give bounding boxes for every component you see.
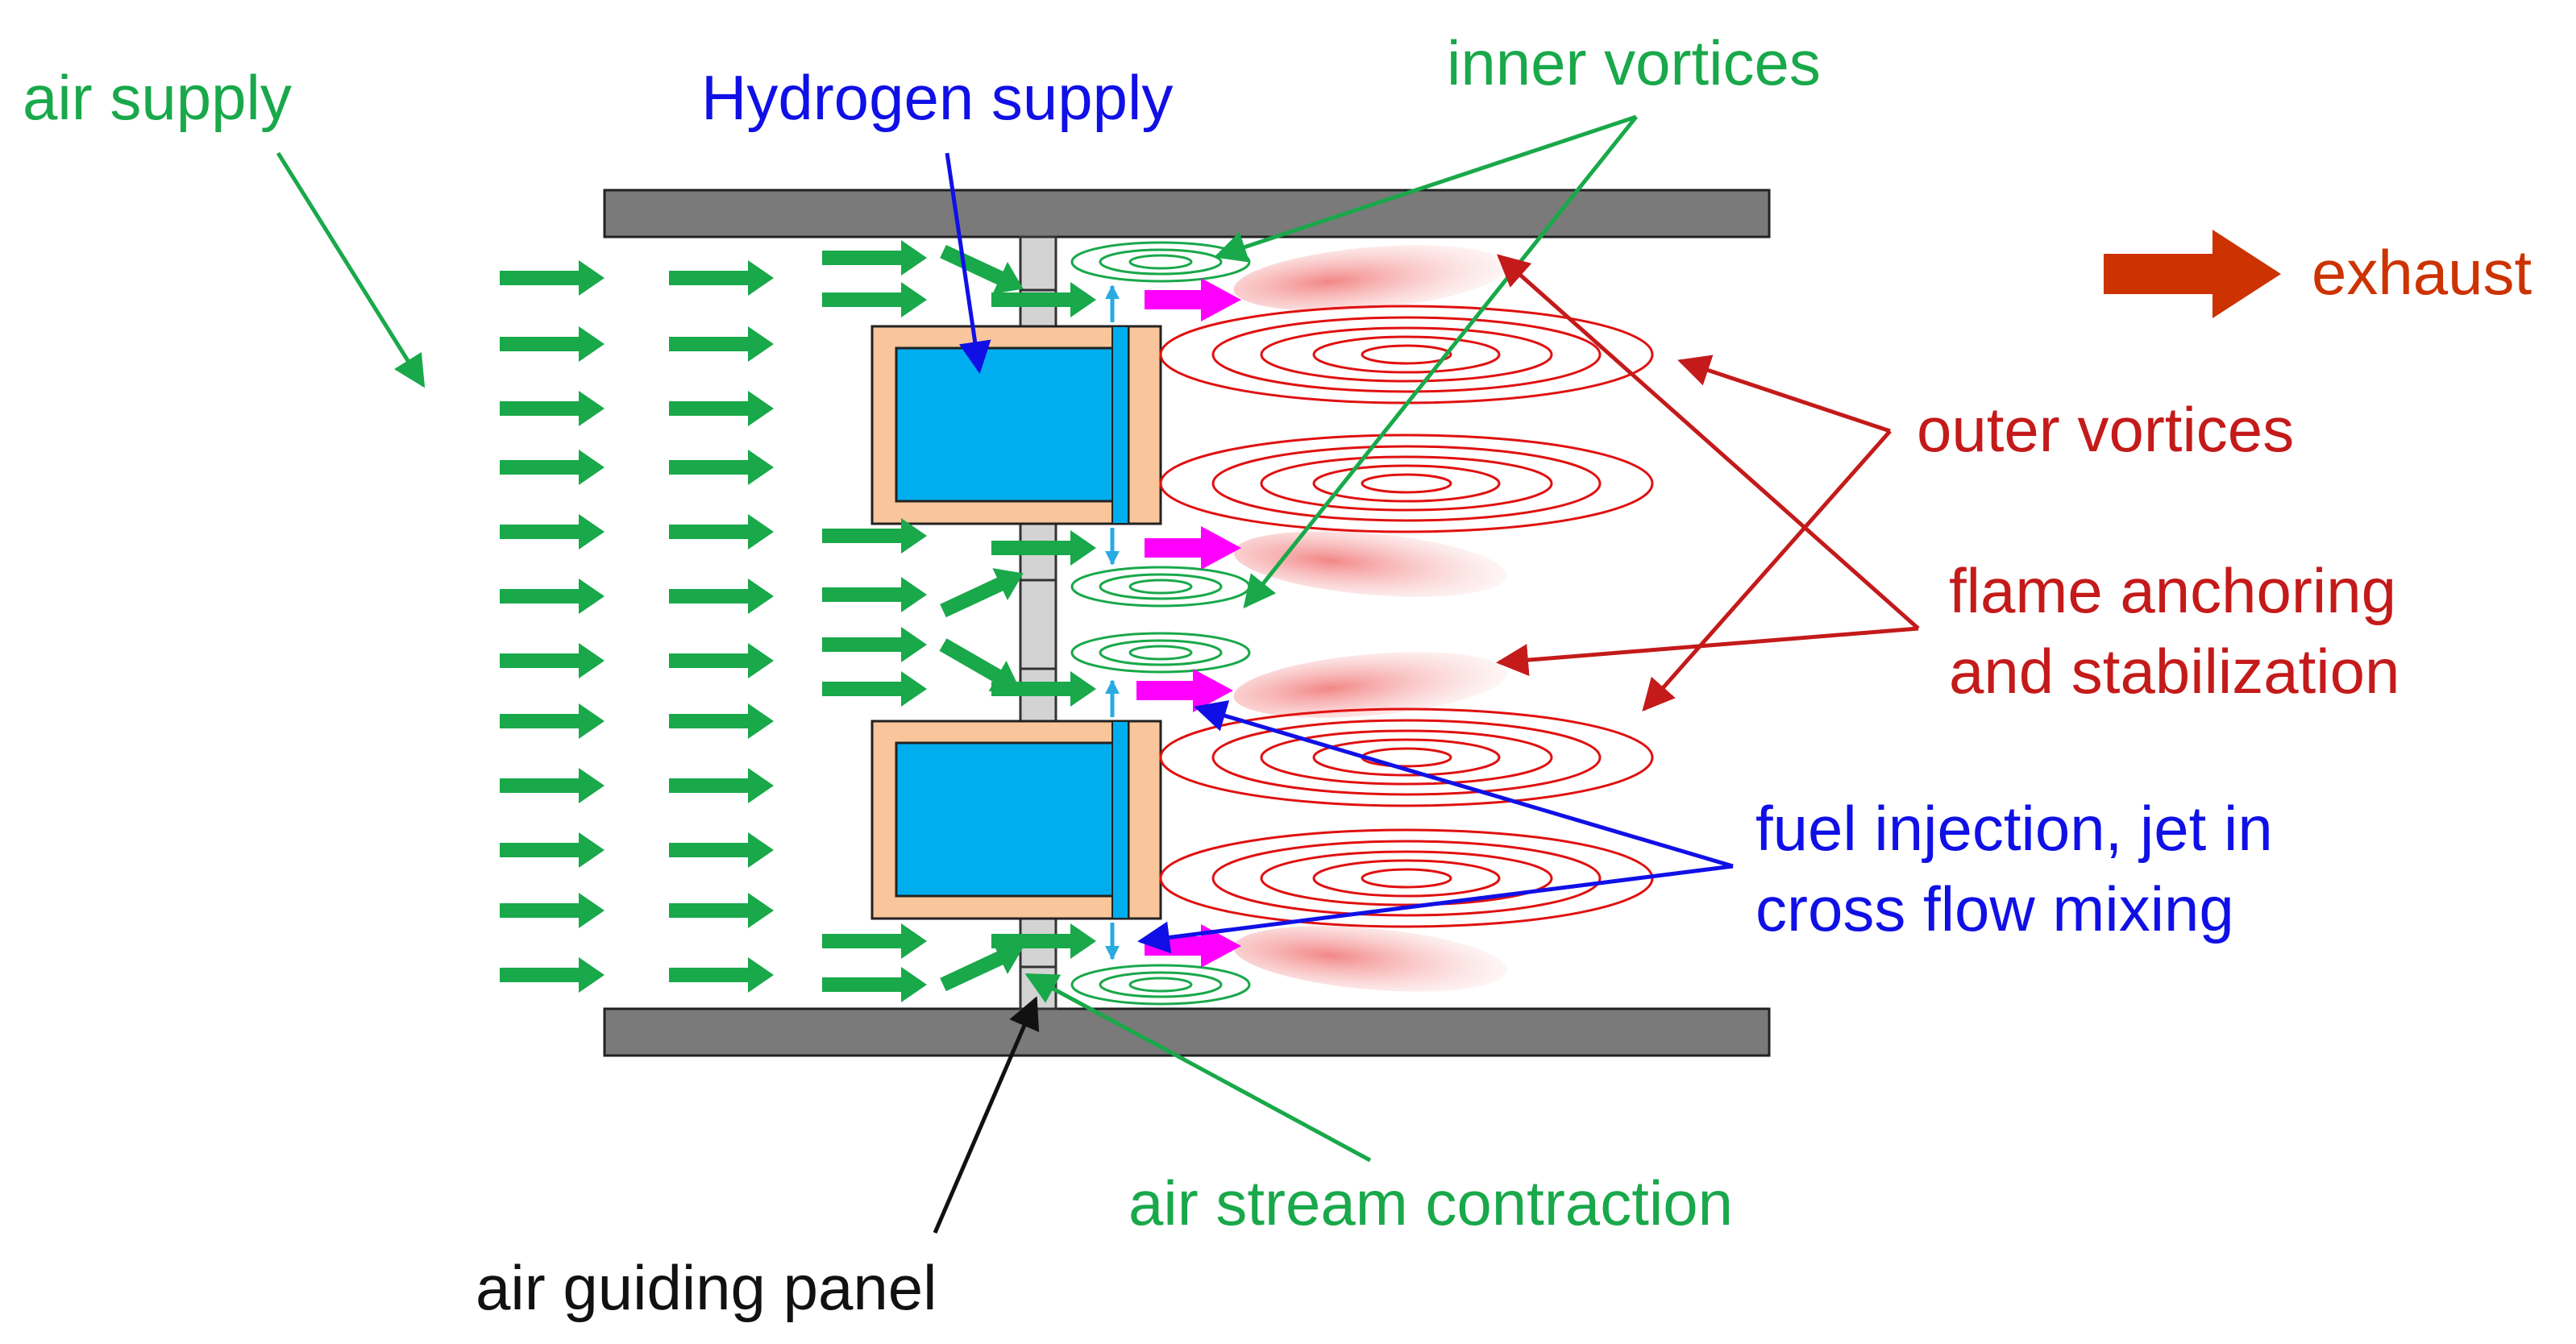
air-arrow	[991, 671, 1096, 707]
inner-vortices-label: inner vortices	[1447, 27, 1821, 98]
air-arrow	[669, 643, 774, 678]
air-arrow	[822, 240, 927, 276]
top-wall	[603, 189, 1771, 239]
air-flow-arrows	[500, 240, 1096, 1002]
air-arrow	[669, 768, 774, 803]
air-arrow	[669, 326, 774, 362]
flame-anchoring-label-line2: and stabilization	[1949, 636, 2399, 707]
exhaust-label: exhaust	[2312, 237, 2532, 308]
pointer-lines	[276, 114, 1920, 1234]
exhaust-arrow	[2104, 230, 2281, 318]
air-arrow	[500, 893, 605, 928]
air-arrow	[669, 832, 774, 868]
air-arrow	[991, 923, 1096, 959]
bottom-wall	[603, 1007, 1771, 1057]
flame-anchoring-label-line1: flame anchoring	[1949, 555, 2396, 626]
air-arrow	[500, 832, 605, 868]
air-arrow	[500, 768, 605, 803]
air-arrow	[822, 577, 927, 612]
air-guiding-panel-label: air guiding panel	[476, 1252, 937, 1323]
air-stream-contraction-label: air stream contraction	[1128, 1168, 1733, 1238]
air-arrow	[669, 514, 774, 550]
outer-vortices-shapes	[1159, 305, 1654, 928]
hydrogen-supply-label: Hydrogen supply	[701, 62, 1173, 133]
air-arrow	[500, 391, 605, 426]
air-arrow	[822, 627, 927, 662]
air-arrow	[500, 326, 605, 362]
fuel-injection-label-line2: cross flow mixing	[1755, 873, 2234, 944]
air-arrow	[500, 643, 605, 678]
air-arrow	[500, 260, 605, 296]
air-arrow	[940, 568, 1024, 618]
air-arrow	[500, 450, 605, 485]
air-arrow	[500, 957, 605, 993]
air-arrow	[669, 893, 774, 928]
air-arrow	[822, 671, 927, 707]
air-arrow	[822, 282, 927, 317]
air-arrow	[940, 942, 1024, 992]
air-supply-label: air supply	[23, 62, 292, 133]
hydrogen-module-lower	[870, 720, 1162, 920]
air-arrow	[822, 518, 927, 554]
air-arrow	[669, 450, 774, 485]
air-arrow	[500, 514, 605, 550]
air-arrow	[669, 391, 774, 426]
fuel-injection-label-line1: fuel injection, jet in	[1755, 793, 2273, 864]
outer-vortices-label: outer vortices	[1917, 394, 2294, 465]
air-arrow	[991, 282, 1096, 317]
air-arrow	[669, 957, 774, 993]
air-arrow	[669, 703, 774, 739]
air-arrow	[939, 638, 1020, 692]
air-arrow	[822, 923, 927, 959]
air-arrow	[669, 260, 774, 296]
air-arrow	[500, 579, 605, 614]
air-arrow	[500, 703, 605, 739]
air-arrow	[991, 530, 1096, 566]
air-arrow	[669, 579, 774, 614]
flame-zones	[1233, 245, 1507, 992]
air-arrow	[822, 967, 927, 1002]
hydrogen-module-upper	[870, 325, 1162, 525]
